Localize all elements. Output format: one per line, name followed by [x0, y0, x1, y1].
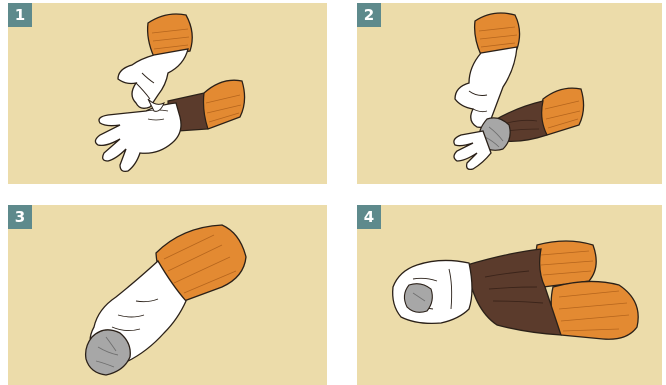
step-1-illustration [8, 3, 327, 184]
step-badge-4: 4 [357, 205, 381, 229]
step-panel-1: 1 [8, 3, 327, 184]
step-4-illustration [357, 205, 662, 385]
step-panel-3: 3 [8, 205, 327, 385]
step-2-illustration [357, 3, 662, 184]
step-3-illustration [8, 205, 327, 385]
step-panel-2: 2 [357, 3, 662, 184]
step-badge-2: 2 [357, 3, 381, 27]
step-panel-4: 4 [357, 205, 662, 385]
step-badge-1: 1 [8, 3, 32, 27]
step-badge-3: 3 [8, 205, 32, 229]
